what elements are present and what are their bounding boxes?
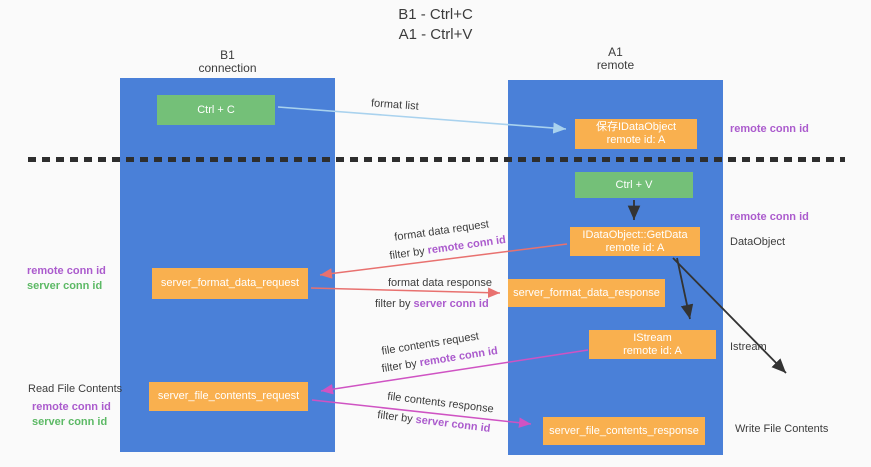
ctrl-v-label: Ctrl + V [615, 178, 653, 191]
left-remote-conn-id-1: remote conn id [27, 265, 106, 277]
title-line-1: B1 - Ctrl+C [398, 6, 473, 23]
filter-prefix: filter by [376, 409, 417, 426]
node-server-format-data-request: server_format_data_request [152, 268, 308, 299]
node-server-format-data-response: server_format_data_response [508, 279, 665, 307]
node-server-file-contents-response: server_file_contents_response [543, 417, 705, 445]
save-idataobject-line2: remote id: A [606, 134, 666, 146]
ctrl-c-label: Ctrl + C [197, 103, 235, 116]
format-list-label: format list [370, 97, 420, 113]
istream-line2: remote id: A [623, 344, 682, 357]
left-server-conn-id-1: server conn id [27, 280, 103, 292]
left-column-name: B1 [220, 48, 235, 62]
right-istream-label: Istream [730, 341, 767, 353]
session-separator-dashed-line [28, 157, 845, 162]
left-column-subtitle: connection [198, 61, 257, 75]
save-idataobject-line1: 保存IDataObject [595, 121, 677, 133]
node-idataobject-getdata: IDataObject::GetData remote id: A [570, 227, 700, 256]
filter-key: server conn id [413, 298, 489, 310]
istream-line1: IStream [633, 331, 672, 344]
right-remote-conn-id-mid: remote conn id [730, 211, 809, 223]
right-column-subtitle: remote [596, 58, 635, 72]
server-file-contents-response-label: server_file_contents_response [549, 424, 699, 437]
filter-prefix: filter by [375, 298, 414, 310]
node-save-idataobject: 保存IDataObject remote id: A [575, 119, 697, 149]
format-data-response-filter-label: filter by server conn id [375, 298, 489, 310]
right-dataobject-label: DataObject [730, 236, 786, 248]
node-server-file-contents-request: server_file_contents_request [149, 382, 308, 411]
filter-key: server conn id [414, 413, 492, 435]
left-column-header: B1 connection [120, 49, 335, 75]
filter-prefix: filter by [380, 357, 421, 376]
left-remote-conn-id-2: remote conn id [32, 401, 111, 413]
page-title: B1 - Ctrl+C A1 - Ctrl+V [0, 5, 871, 45]
node-ctrl-v: Ctrl + V [575, 172, 693, 198]
server-format-data-request-label: server_format_data_request [160, 277, 300, 289]
right-column-name: A1 [608, 45, 623, 59]
node-istream: IStream remote id: A [589, 330, 716, 359]
right-column-header: A1 remote [508, 46, 723, 72]
server-format-data-response-label: server_format_data_response [513, 286, 660, 299]
format-data-response-label: format data response [388, 277, 492, 289]
filter-prefix: filter by [388, 244, 429, 263]
getdata-line1: IDataObject::GetData [582, 228, 688, 241]
left-server-conn-id-2: server conn id [32, 416, 108, 428]
title-line-2: A1 - Ctrl+V [398, 26, 473, 43]
right-write-file-contents-label: Write File Contents [735, 423, 829, 435]
node-ctrl-c: Ctrl + C [157, 95, 275, 125]
right-remote-conn-id-top: remote conn id [730, 123, 809, 135]
left-read-file-contents-label: Read File Contents [28, 383, 123, 395]
server-file-contents-request-label: server_file_contents_request [157, 390, 300, 402]
getdata-line2: remote id: A [605, 241, 665, 254]
